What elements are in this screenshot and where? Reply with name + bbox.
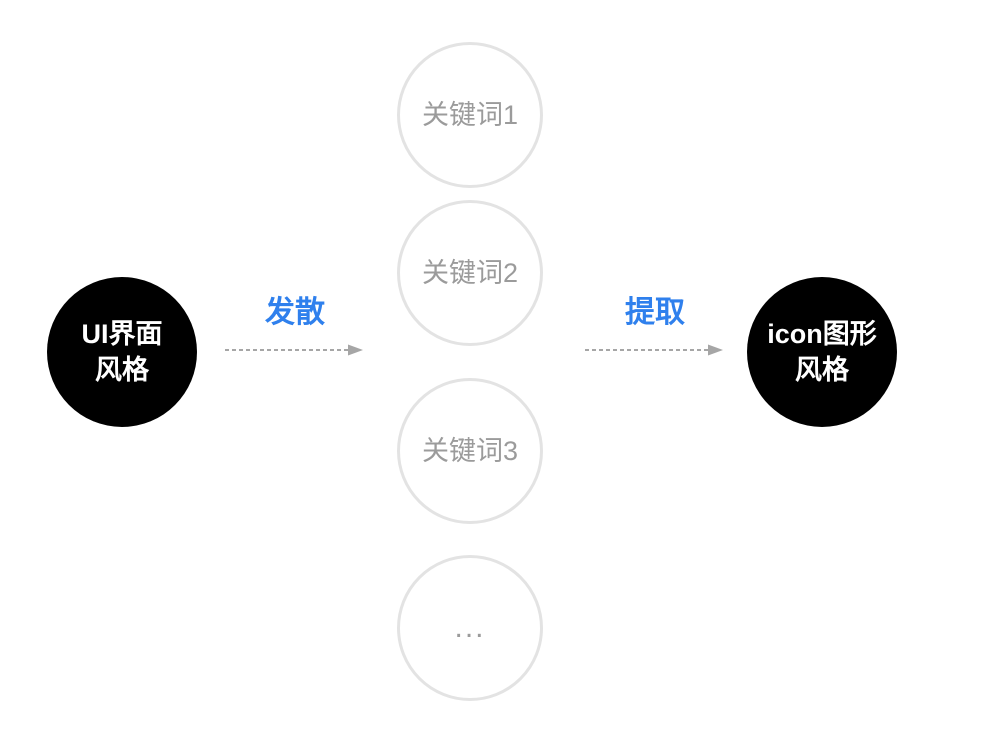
- node-ui-style-label: UI界面 风格: [81, 318, 163, 385]
- keyword-1-label: 关键词1: [421, 99, 519, 130]
- node-ui-style: UI界面 风格: [47, 277, 197, 427]
- node-icon-style: icon图形 风格: [747, 277, 897, 427]
- diverge-label: 发散: [265, 296, 325, 329]
- keyword-circle-1: 关键词1: [397, 42, 543, 188]
- keyword-circle-ellipsis: ...: [397, 555, 543, 701]
- keyword-2-label: 关键词2: [421, 257, 519, 288]
- keyword-ellipsis-label: ...: [454, 611, 486, 644]
- extract-arrow-icon: [585, 344, 723, 356]
- keyword-3-label: 关键词3: [421, 435, 519, 466]
- extract-label: 提取: [625, 296, 685, 329]
- keyword-circle-3: 关键词3: [397, 378, 543, 524]
- extract-flow: 提取: [585, 298, 725, 358]
- diverge-arrow-icon: [225, 344, 363, 356]
- node-icon-style-label: icon图形 风格: [767, 318, 877, 385]
- keyword-circle-2: 关键词2: [397, 200, 543, 346]
- diverge-flow: 发散: [225, 298, 365, 358]
